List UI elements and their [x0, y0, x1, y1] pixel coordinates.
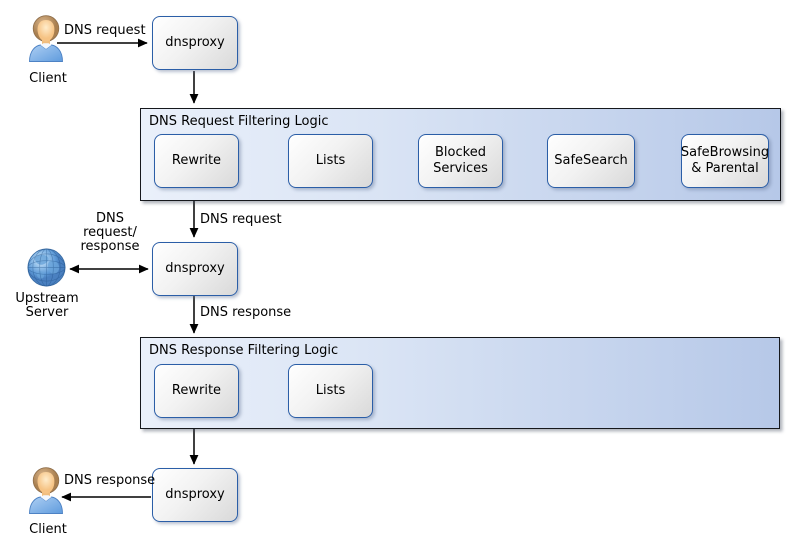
edge-label-upstream-link: DNS request/ response [80, 211, 140, 254]
dnsproxy-mid-node: dnsproxy [152, 242, 238, 296]
step-label: Rewrite [171, 383, 222, 398]
globe-icon [27, 248, 66, 287]
dnsproxy-mid-label: dnsproxy [165, 261, 225, 276]
client-top-label: Client [29, 71, 67, 86]
dnsproxy-bottom-label: dnsproxy [165, 487, 225, 502]
step-label: Lists [315, 153, 346, 168]
edge-label-dns-request-top: DNS request [64, 23, 146, 38]
step-label: Lists [315, 383, 346, 398]
step-label: Rewrite [171, 153, 222, 168]
step-label: SafeBrowsing & Parental [680, 145, 770, 176]
dnsproxy-bottom-node: dnsproxy [152, 468, 238, 522]
step-rewrite-request: Rewrite [154, 134, 239, 188]
upstream-server-label: Upstream Server [15, 291, 79, 320]
step-safesearch: SafeSearch [547, 134, 635, 188]
edge-label-dns-response-mid: DNS response [200, 305, 292, 320]
client-icon [26, 15, 67, 62]
dnsproxy-top-node: dnsproxy [152, 16, 238, 70]
client-bottom-label: Client [29, 522, 67, 537]
step-lists-request: Lists [288, 134, 373, 188]
dnsproxy-top-label: dnsproxy [165, 35, 225, 50]
client-icon [26, 467, 67, 514]
request-filter-container: DNS Request Filtering Logic Rewrite List… [140, 108, 781, 201]
request-filter-title: DNS Request Filtering Logic [149, 114, 329, 129]
step-blocked-services: Blocked Services [418, 134, 503, 188]
step-safebrowsing-parental: SafeBrowsing & Parental [681, 134, 769, 188]
step-lists-response: Lists [288, 364, 373, 418]
response-filter-container: DNS Response Filtering Logic Rewrite Lis… [140, 337, 780, 429]
edge-label-dns-request-mid: DNS request [200, 212, 282, 227]
response-filter-title: DNS Response Filtering Logic [149, 343, 339, 358]
step-label: SafeSearch [554, 153, 628, 168]
edge-label-dns-response-bottom: DNS response [64, 473, 156, 488]
step-label: Blocked Services [433, 145, 488, 176]
step-rewrite-response: Rewrite [154, 364, 239, 418]
